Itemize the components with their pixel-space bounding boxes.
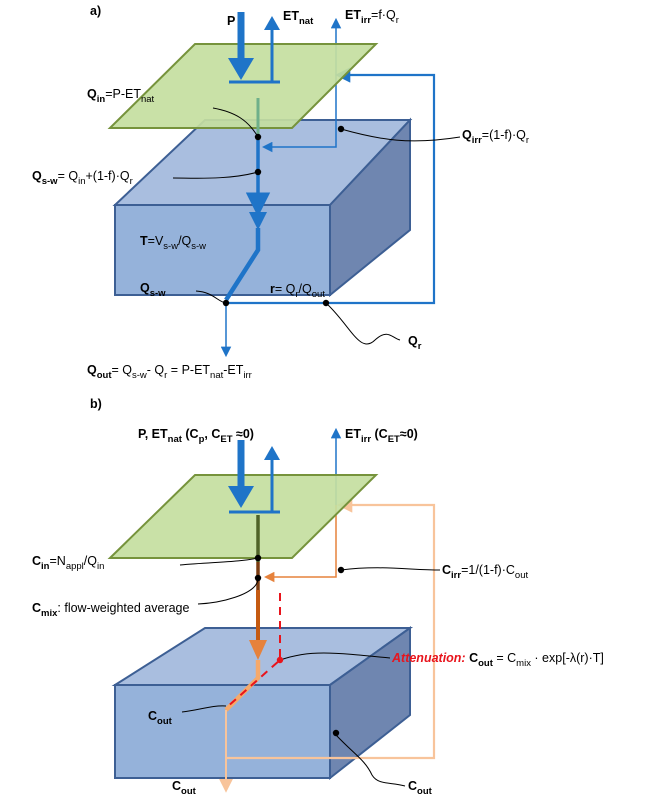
label-q-out: Qout= Qs-w- Qr = P-ETnat-ETirr bbox=[87, 363, 252, 381]
precip-arrowhead-b bbox=[228, 486, 254, 508]
leaders-b bbox=[179, 557, 441, 787]
label-q-sw-bottom: Qs-w bbox=[140, 281, 166, 299]
land-surface-plane bbox=[107, 43, 379, 129]
flow-saturated-segment-b bbox=[224, 660, 261, 712]
precip-et-arrows-b bbox=[228, 440, 280, 514]
panel-b: b) bbox=[32, 397, 604, 797]
dot-qirr bbox=[337, 125, 345, 133]
label-c-out-left: Cout bbox=[148, 709, 173, 727]
dot-qr bbox=[322, 299, 330, 307]
precip-arrowhead bbox=[228, 58, 254, 80]
panel-a-tag: a) bbox=[90, 4, 101, 18]
et-nat-arrowhead bbox=[264, 16, 280, 30]
label-q-in: Qin=P-ETnat bbox=[87, 87, 155, 105]
leader-attenuation bbox=[279, 652, 391, 661]
label-q-r: Qr bbox=[408, 334, 422, 352]
label-residence-time: T=Vs-w/Qs-w bbox=[140, 234, 206, 252]
leaders-a bbox=[172, 107, 461, 345]
recirculation-loop bbox=[226, 67, 436, 305]
label-attenuation: Attenuation: Cout = Cmix · exp[-λ(r)·T] bbox=[391, 651, 604, 669]
groundwater-box-a bbox=[112, 117, 413, 298]
label-et-nat: ETnat bbox=[283, 9, 314, 27]
label-r: r= Qr/Qout bbox=[270, 282, 325, 300]
groundwater-box-b bbox=[111, 626, 414, 781]
dot-qsw bbox=[254, 168, 262, 176]
dot-c-out-right bbox=[332, 729, 340, 737]
label-c-out-bottom: Cout bbox=[172, 779, 197, 797]
flow-down-arrowhead bbox=[249, 212, 267, 230]
label-q-sw: Qs-w= Qin+(1-f)·Qr bbox=[32, 169, 133, 187]
panel-a: a) bbox=[32, 4, 529, 381]
dot-qsw-bottom bbox=[222, 299, 230, 307]
main-flow-b bbox=[219, 515, 281, 793]
label-c-out-right: Cout bbox=[408, 779, 433, 797]
flow-saturated-segment bbox=[224, 228, 261, 302]
land-surface-plane-b bbox=[107, 474, 379, 559]
precip-et-arrows-a bbox=[228, 12, 280, 84]
main-flow-a bbox=[220, 98, 271, 358]
leader-c-out-left bbox=[181, 705, 227, 713]
flow-down-arrowhead-b bbox=[249, 640, 267, 660]
label-c-mix: Cmix: flow-weighted average bbox=[32, 601, 189, 619]
leader-qirr bbox=[340, 128, 461, 142]
irrigation-arrow-b bbox=[263, 505, 337, 583]
label-q-irr: Qirr=(1-f)·Qr bbox=[462, 128, 529, 146]
dot-c-mix bbox=[254, 574, 262, 582]
label-p: P bbox=[227, 14, 235, 28]
dot-c-in bbox=[254, 554, 262, 562]
label-c-in: Cin=Nappl/Qin bbox=[32, 554, 104, 572]
leader-qsw bbox=[172, 171, 259, 179]
label-p-et-nat: P, ETnat (Cp, CET ≈0) bbox=[138, 427, 254, 445]
leader-c-in bbox=[179, 557, 259, 566]
label-et-irr-b: ETirr (CET≈0) bbox=[345, 427, 418, 445]
leader-qin bbox=[212, 107, 259, 138]
dot-qin bbox=[254, 133, 262, 141]
recirculation-loop-b bbox=[226, 497, 436, 760]
box-front-face bbox=[114, 684, 331, 779]
leader-c-mix bbox=[197, 579, 259, 605]
panel-b-tag: b) bbox=[90, 397, 102, 411]
et-nat-arrowhead-b bbox=[264, 446, 280, 460]
dot-c-irr bbox=[337, 566, 345, 574]
irrigation-arrow bbox=[261, 75, 337, 153]
leader-c-irr bbox=[340, 567, 441, 571]
attenuation-dashed-line bbox=[225, 593, 281, 709]
leader-qr bbox=[325, 302, 401, 345]
label-c-irr: Cirr=1/(1-f)·Cout bbox=[442, 563, 528, 581]
dot-attenuation bbox=[276, 656, 284, 664]
label-et-irr: ETirr=f·Qr bbox=[345, 8, 399, 26]
leader-c-out-right bbox=[335, 734, 406, 787]
